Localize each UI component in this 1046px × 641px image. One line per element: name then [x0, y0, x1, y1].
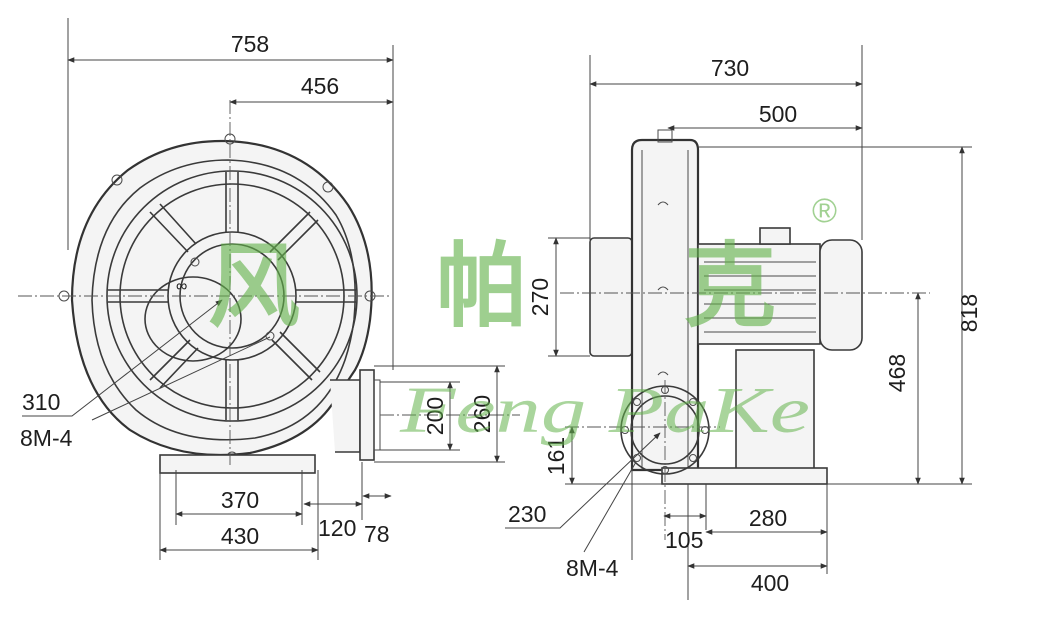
dim-front-8m4: 8M-4: [20, 425, 73, 451]
watermark-char-pa: 帕: [436, 232, 528, 340]
front-view: ∞: [18, 100, 520, 474]
front-inner-ring: [91, 159, 356, 441]
side-dimensions: 730 500 270 818 468 161 230 8M-4 105 280…: [505, 45, 982, 600]
watermark-registered-mark: ®: [812, 192, 837, 230]
watermark-english: Feng PaKe: [399, 374, 810, 447]
side-top-bolt: [657, 129, 673, 143]
dim-side-105: 105: [665, 527, 703, 553]
watermark-char-feng: 风: [208, 232, 300, 340]
dim-side-161: 161: [543, 437, 569, 475]
side-motor-fins: [704, 261, 816, 333]
side-housing-bolts: [657, 201, 669, 376]
side-terminal-box: [759, 227, 791, 245]
dim-side-270: 270: [527, 278, 553, 316]
dim-front-78: 78: [364, 521, 390, 547]
dim-side-230: 230: [508, 501, 546, 527]
side-motor-body: [697, 243, 821, 345]
dim-side-8m4: 8M-4: [566, 555, 619, 581]
dim-front-200: 200: [422, 397, 448, 435]
watermark: 风 帕 克 ® Feng PaKe: [208, 192, 837, 447]
front-outlet-duct: [330, 379, 361, 453]
watermark-char-ke: 克: [684, 232, 776, 340]
dim-side-500: 500: [759, 101, 797, 127]
side-pedestal: [735, 349, 815, 471]
dim-side-280: 280: [749, 505, 787, 531]
side-housing: [630, 138, 700, 472]
front-dimensions: 758 456 310 8M-4 200 260 370 430 120 78: [20, 18, 505, 560]
dim-side-818: 818: [956, 294, 982, 332]
front-flange-lip: [373, 379, 381, 451]
dim-front-260: 260: [469, 395, 495, 433]
side-inlet: [589, 237, 633, 357]
side-view: [560, 129, 930, 540]
dim-side-400: 400: [751, 570, 789, 596]
front-outlet-flange: [359, 369, 375, 461]
dim-side-730: 730: [711, 55, 749, 81]
front-base-plate: [159, 454, 316, 474]
dim-front-370: 370: [221, 487, 259, 513]
side-base-plate: [661, 467, 828, 485]
side-motor-fan-cover: [819, 239, 863, 351]
dim-front-430: 430: [221, 523, 259, 549]
front-cap-mark: ∞: [176, 278, 187, 295]
dim-front-120: 120: [318, 515, 356, 541]
dim-front-758: 758: [231, 31, 269, 57]
front-motor-cap: [144, 276, 242, 362]
dim-side-468: 468: [884, 354, 910, 392]
dim-front-456: 456: [301, 73, 339, 99]
dim-front-310: 310: [22, 389, 60, 415]
